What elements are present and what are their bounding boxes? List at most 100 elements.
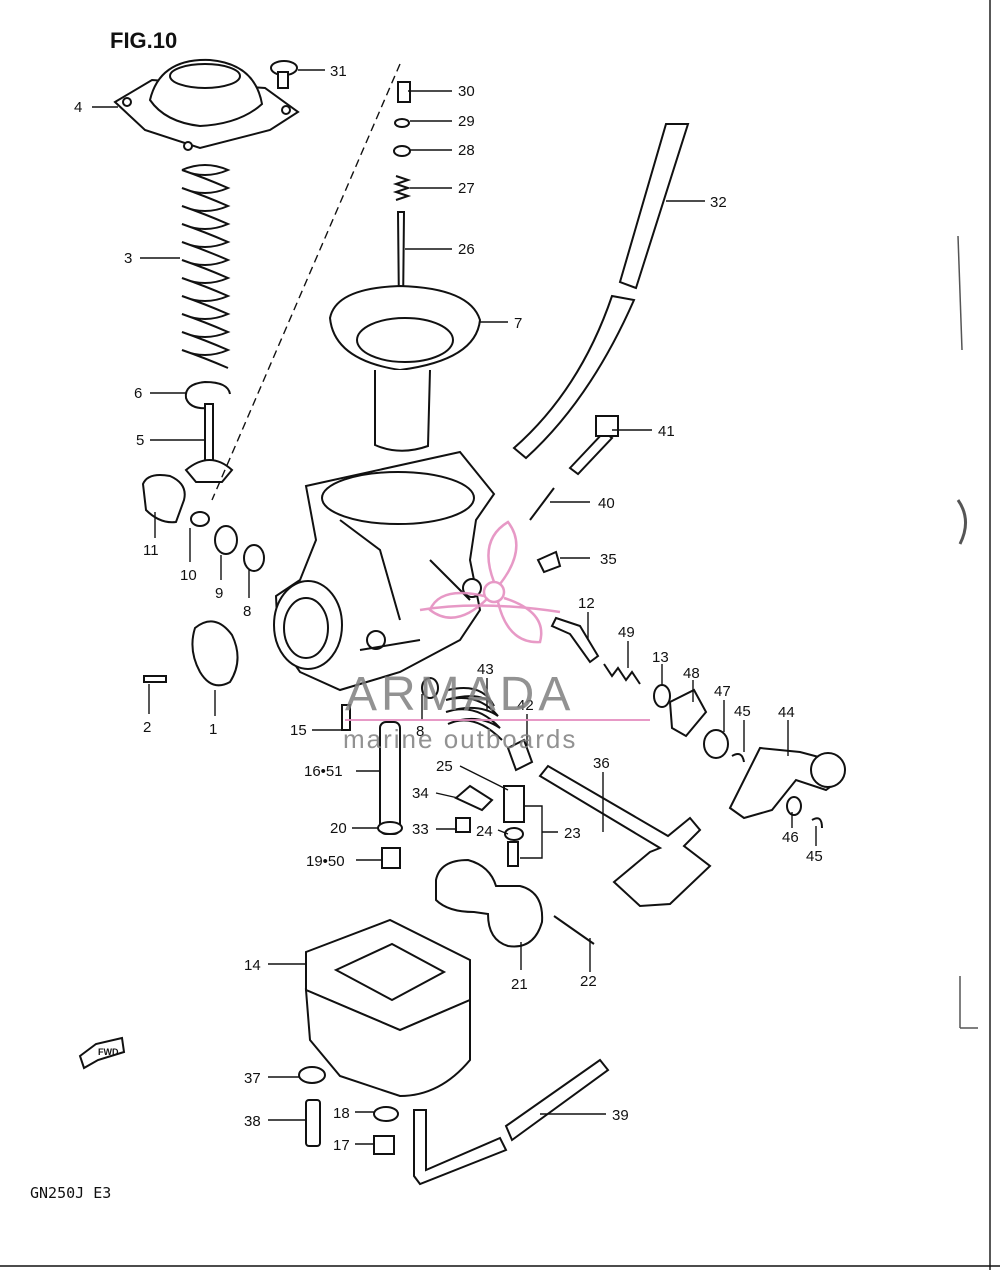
callout-17: 17 xyxy=(333,1137,350,1154)
callout-1: 1 xyxy=(209,721,217,738)
callout-47: 47 xyxy=(714,683,731,700)
starter-plunger-part xyxy=(550,616,600,664)
jet-washer-part xyxy=(377,821,403,835)
needle-clip-part xyxy=(394,118,410,128)
fwd-arrow-icon xyxy=(78,1036,126,1070)
needle-jet-spring-part xyxy=(445,687,503,741)
float-part xyxy=(435,858,544,948)
drain-washer-part xyxy=(298,1066,326,1084)
cap-part xyxy=(141,474,186,524)
callout-8: 8 xyxy=(243,603,251,620)
drain-elbow-part xyxy=(413,1109,508,1186)
float-valve-seat-part xyxy=(503,785,525,823)
throttle-spring-part xyxy=(529,487,555,521)
callout-31: 31 xyxy=(330,63,347,80)
callout-21: 21 xyxy=(511,976,528,993)
plate-screw-part xyxy=(455,817,471,833)
callout-40: 40 xyxy=(598,495,615,512)
callout-44: 44 xyxy=(778,704,795,721)
parts-drawing: FWD xyxy=(78,58,846,1186)
callout-5: 5 xyxy=(136,432,144,449)
washer-part xyxy=(214,525,238,555)
callout-39: 39 xyxy=(612,1107,629,1124)
callout-45: 45 xyxy=(734,703,751,720)
callout-29: 29 xyxy=(458,113,475,130)
callout-22: 22 xyxy=(580,973,597,990)
collar-part xyxy=(506,738,534,772)
callout-26: 26 xyxy=(458,241,475,258)
figure-title: FIG.10 xyxy=(110,28,177,53)
callout-32: 32 xyxy=(710,194,727,211)
callout-6: 6 xyxy=(134,385,142,402)
needle-spring-part xyxy=(392,175,412,201)
callout-23: 23 xyxy=(564,825,581,842)
throttle-shaft-part xyxy=(538,764,712,908)
callout-46: 46 xyxy=(782,829,799,846)
callout-19-50: 19•50 xyxy=(306,853,345,870)
watermark: ARMADA marine outboards xyxy=(343,520,650,754)
jet-part xyxy=(341,704,351,731)
callout-20: 20 xyxy=(330,820,347,837)
callout-8-lower: 8 xyxy=(416,723,424,740)
drain-o-ring-part xyxy=(373,1106,399,1122)
propeller-logo-icon xyxy=(419,520,561,644)
callout-11: 11 xyxy=(143,542,159,559)
o-ring-part xyxy=(243,544,265,572)
lever-clip-a-part xyxy=(731,753,745,763)
seat-o-ring-part xyxy=(504,827,524,841)
float-bowl-part xyxy=(304,988,471,1098)
callout-14: 14 xyxy=(244,957,261,974)
o-ring-lower-part xyxy=(421,677,439,699)
vent-tube-part xyxy=(618,123,690,290)
vent-tube-lower-part xyxy=(512,294,636,460)
callout-33: 33 xyxy=(412,821,429,838)
callout-35: 35 xyxy=(600,551,617,568)
callout-45-lower: 45 xyxy=(806,848,823,865)
callout-34: 34 xyxy=(412,785,429,802)
callout-36: 36 xyxy=(593,755,610,772)
starter-nut-part xyxy=(668,688,708,738)
drain-tube-part xyxy=(504,1058,610,1142)
callout-3: 3 xyxy=(124,250,132,267)
diaphragm-part xyxy=(328,284,482,452)
callout-9: 9 xyxy=(215,585,223,602)
reference-line xyxy=(211,63,401,501)
callout-2: 2 xyxy=(143,719,151,736)
callout-49: 49 xyxy=(618,624,635,641)
scan-artifacts xyxy=(956,235,978,1029)
lever-washer-part xyxy=(786,796,802,816)
callout-43: 43 xyxy=(477,661,494,678)
adjuster-head-part xyxy=(595,415,619,437)
cover-plate-part xyxy=(191,620,239,687)
pilot-screw-part xyxy=(536,550,562,574)
model-code: GN250J E3 xyxy=(30,1184,111,1202)
carburetor-body-part xyxy=(273,450,496,692)
callout-12: 12 xyxy=(578,595,595,612)
circlip-part xyxy=(184,380,231,410)
callout-42: 42 xyxy=(517,697,534,714)
top-cap-part xyxy=(113,58,300,151)
callout-10: 10 xyxy=(180,567,197,584)
drain-screw-part xyxy=(305,1099,321,1147)
callout-24: 24 xyxy=(476,823,493,840)
callout-15: 15 xyxy=(290,722,307,739)
callout-41: 41 xyxy=(658,423,675,440)
lever-clip-b-part xyxy=(811,817,823,829)
callout-38: 38 xyxy=(244,1113,261,1130)
main-jet-part xyxy=(381,847,401,869)
starter-washer-part xyxy=(653,684,671,708)
callout-4: 4 xyxy=(74,99,82,116)
callout-30: 30 xyxy=(458,83,475,100)
small-screw-part xyxy=(143,675,167,683)
leader-lines xyxy=(92,69,817,1145)
watermark-tagline: marine outboards xyxy=(343,724,577,754)
float-pin-part xyxy=(553,915,595,945)
callout-25: 25 xyxy=(436,758,453,775)
watermark-brand: ARMADA xyxy=(345,668,574,721)
float-needle-part xyxy=(507,841,519,867)
callout-18: 18 xyxy=(333,1105,350,1122)
needle-washer-part xyxy=(393,145,411,157)
starter-cap-part xyxy=(703,729,729,759)
callout-27: 27 xyxy=(458,180,475,197)
